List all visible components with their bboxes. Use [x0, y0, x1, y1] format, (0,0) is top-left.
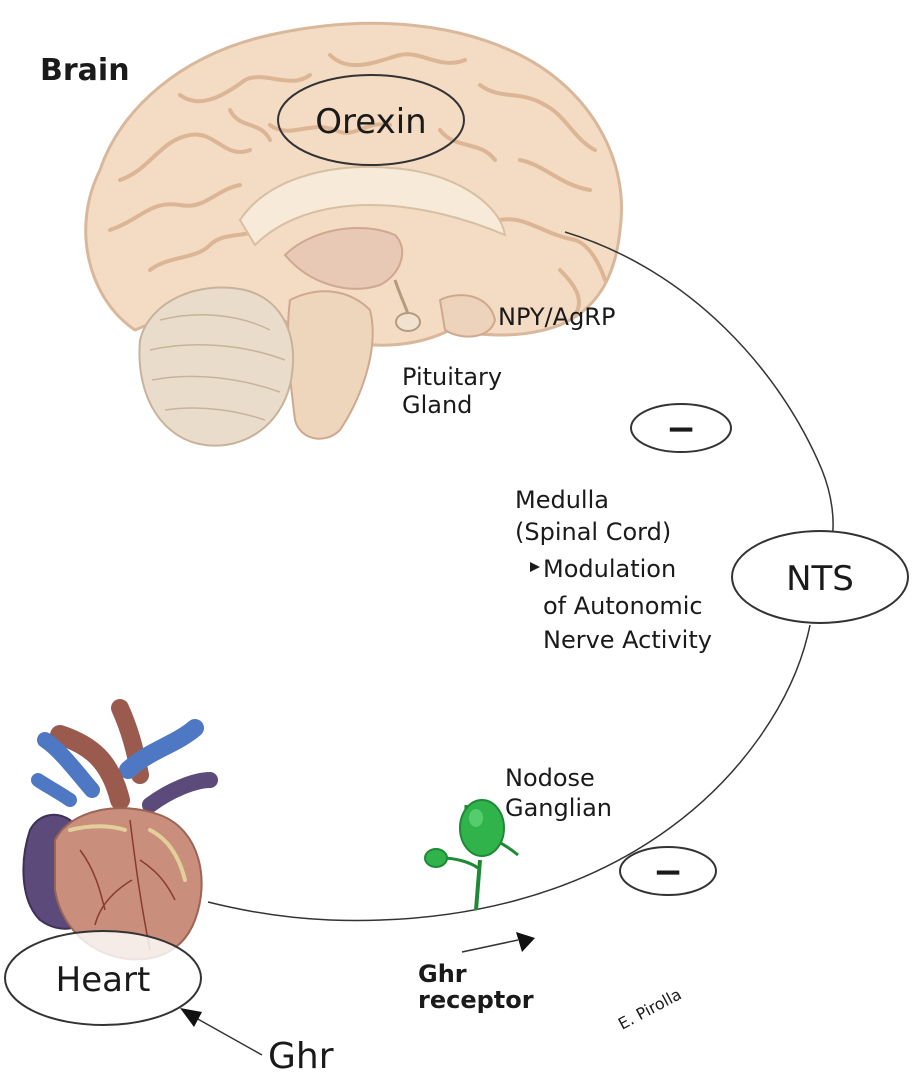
- heart-label: Heart: [56, 960, 151, 1000]
- brain-label: Brain: [40, 53, 130, 88]
- medulla-line4: of Autonomic: [543, 592, 703, 620]
- cerebellum: [139, 287, 293, 445]
- pituitary-gland-shape: [396, 313, 420, 331]
- ghr-arrow-icon: [180, 1008, 202, 1027]
- nodose-line2: Ganglian: [505, 794, 612, 822]
- nodose-line1: Nodose: [505, 764, 595, 792]
- heart-illustration: [23, 708, 210, 959]
- orexin-label: Orexin: [315, 102, 426, 142]
- ghr-label: Ghr: [268, 1036, 334, 1077]
- inhibition-sign-bottom: −: [653, 852, 683, 893]
- medulla-line5: Nerve Activity: [543, 626, 712, 654]
- bullet-arrow-icon: [530, 562, 540, 572]
- medulla-line2: (Spinal Cord): [515, 518, 671, 546]
- nts-label: NTS: [786, 559, 854, 599]
- ghr-arrow-line: [196, 1018, 262, 1055]
- pituitary-label-line1: Pituitary: [402, 363, 502, 391]
- brain-illustration: [86, 23, 622, 445]
- ghr-receptor-line1: Ghr: [418, 960, 467, 988]
- credit-text: E. Pirolla: [615, 984, 685, 1033]
- pituitary-label-line2: Gland: [402, 391, 472, 419]
- medulla-line1: Medulla: [515, 486, 609, 514]
- receptor-arrow-icon: [516, 932, 535, 952]
- receptor-arrow-line: [462, 940, 518, 952]
- ghr-receptor-line2: receptor: [418, 986, 534, 1014]
- brainstem: [288, 291, 373, 438]
- medulla-line3: Modulation: [543, 555, 676, 583]
- inhibition-sign-top: −: [666, 409, 696, 450]
- npy-agrp-label: NPY/AgRP: [498, 303, 615, 331]
